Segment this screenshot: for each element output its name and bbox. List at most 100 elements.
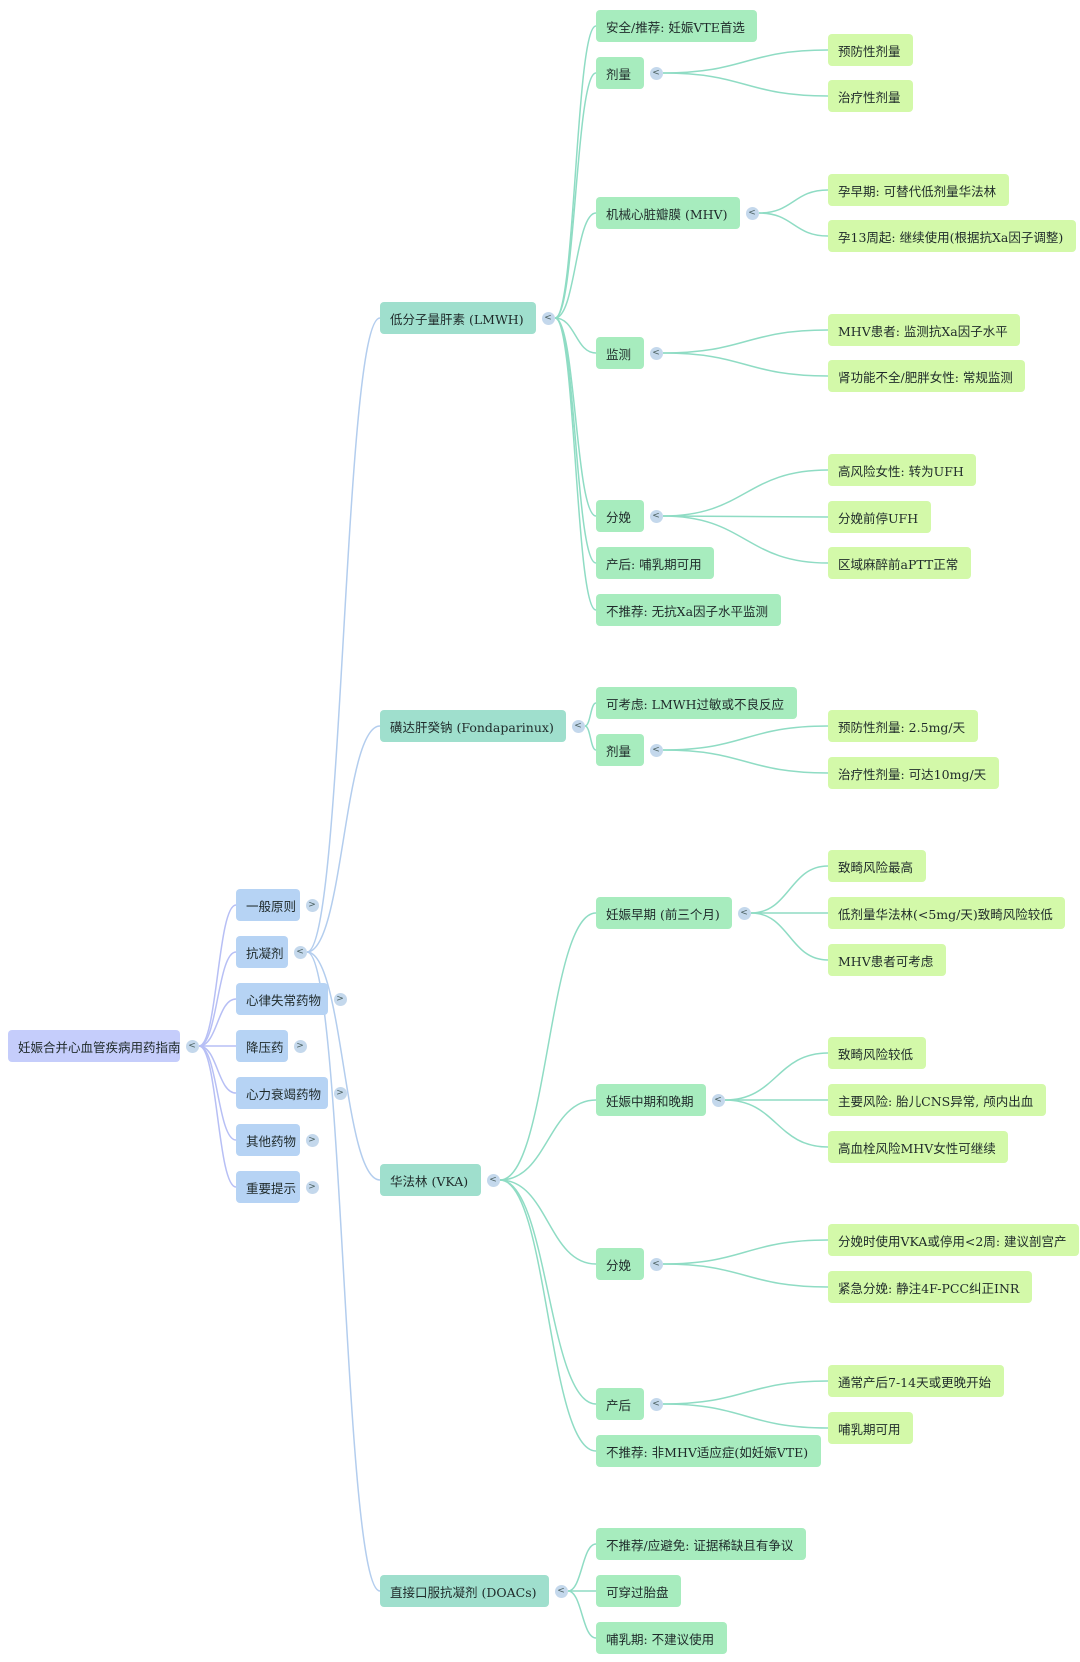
expand-toggle-category[interactable]: >: [305, 1133, 319, 1147]
collapse-toggle-group[interactable]: <: [541, 311, 555, 325]
connector-lines: [198, 25, 829, 1639]
guideline-detail-node[interactable]: 致畸风险较低: [828, 1037, 926, 1069]
guideline-item-node[interactable]: 不推荐: 无抗Xa因子水平监测: [596, 594, 781, 626]
connector-item-detail: [662, 1403, 829, 1429]
category-node[interactable]: 一般原则: [236, 889, 300, 921]
collapse-toggle-item[interactable]: <: [711, 1093, 725, 1107]
connector-category-group: [306, 951, 381, 1592]
collapse-toggle-category[interactable]: <: [293, 945, 307, 959]
guideline-item-node[interactable]: 安全/推荐: 妊娠VTE首选: [596, 10, 757, 42]
collapse-toggle-item[interactable]: <: [745, 206, 759, 220]
connector-item-detail: [662, 725, 829, 751]
guideline-detail-node[interactable]: 预防性剂量: [828, 34, 913, 66]
guideline-detail-node[interactable]: 孕13周起: 继续使用(根据抗Xa因子调整): [828, 220, 1076, 252]
guideline-detail-node[interactable]: 紧急分娩: 静注4F-PCC纠正INR: [828, 1271, 1032, 1303]
guideline-detail-node[interactable]: 治疗性剂量: [828, 80, 913, 112]
guideline-detail-node[interactable]: 区域麻醉前aPTT正常: [828, 547, 971, 579]
guideline-item-node[interactable]: 分娩: [596, 500, 644, 532]
guideline-item-node[interactable]: 不推荐/应避免: 证据稀缺且有争议: [596, 1528, 806, 1560]
guideline-detail-node[interactable]: 高风险女性: 转为UFH: [828, 454, 976, 486]
connector-category-group: [306, 317, 381, 953]
collapse-toggle-root[interactable]: <: [185, 1039, 199, 1053]
connector-group-item: [554, 72, 597, 319]
drug-group-node[interactable]: 低分子量肝素 (LMWH): [380, 302, 536, 334]
guideline-detail-node[interactable]: 分娩前停UFH: [828, 501, 931, 533]
connector-item-detail: [662, 469, 829, 517]
connector-item-detail: [750, 912, 829, 961]
guideline-item-node[interactable]: 机械心脏瓣膜 (MHV): [596, 197, 740, 229]
guideline-item-node[interactable]: 剂量: [596, 734, 644, 766]
drug-group-node[interactable]: 直接口服抗凝剂 (DOACs): [380, 1575, 549, 1607]
connector-group-item: [554, 317, 597, 611]
expand-toggle-category[interactable]: >: [333, 992, 347, 1006]
category-node[interactable]: 心力衰竭药物: [236, 1077, 328, 1109]
category-node[interactable]: 抗凝剂: [236, 936, 288, 968]
collapse-toggle-item[interactable]: <: [649, 1257, 663, 1271]
collapse-toggle-item[interactable]: <: [649, 1397, 663, 1411]
guideline-detail-node[interactable]: 肾功能不全/肥胖女性: 常规监测: [828, 360, 1025, 392]
collapse-toggle-item[interactable]: <: [649, 743, 663, 757]
category-node[interactable]: 心律失常药物: [236, 983, 328, 1015]
connector-item-detail: [662, 515, 829, 518]
expand-toggle-category[interactable]: >: [333, 1086, 347, 1100]
guideline-detail-node[interactable]: MHV患者: 监测抗Xa因子水平: [828, 314, 1020, 346]
connector-group-item: [584, 702, 597, 727]
connector-item-detail: [750, 865, 829, 914]
guideline-item-node[interactable]: 产后: 哺乳期可用: [596, 547, 714, 579]
connector-group-item: [554, 317, 597, 564]
connector-item-detail: [662, 352, 829, 377]
collapse-toggle-group[interactable]: <: [486, 1173, 500, 1187]
drug-group-node[interactable]: 华法林 (VKA): [380, 1164, 481, 1196]
connector-root-category: [198, 1045, 237, 1141]
collapse-toggle-group[interactable]: <: [554, 1584, 568, 1598]
connector-group-item: [554, 317, 597, 354]
guideline-item-node[interactable]: 妊娠早期 (前三个月): [596, 897, 732, 929]
collapse-toggle-item[interactable]: <: [649, 346, 663, 360]
guideline-detail-node[interactable]: 哺乳期可用: [828, 1412, 913, 1444]
connector-item-detail: [662, 329, 829, 354]
guideline-item-node[interactable]: 分娩: [596, 1248, 644, 1280]
collapse-toggle-item[interactable]: <: [737, 906, 751, 920]
connector-item-detail: [662, 515, 829, 564]
connector-group-item: [554, 25, 597, 319]
guideline-detail-node[interactable]: 孕早期: 可替代低剂量华法林: [828, 174, 1009, 206]
guideline-item-node[interactable]: 产后: [596, 1388, 644, 1420]
connector-category-group: [306, 951, 381, 1181]
guideline-detail-node[interactable]: 高血栓风险MHV女性可继续: [828, 1131, 1008, 1163]
category-node[interactable]: 降压药: [236, 1030, 288, 1062]
connector-group-item: [499, 1099, 597, 1181]
guideline-item-node[interactable]: 妊娠中期和晚期: [596, 1084, 706, 1116]
connector-group-item: [567, 1590, 597, 1639]
category-node[interactable]: 重要提示: [236, 1171, 300, 1203]
collapse-toggle-item[interactable]: <: [649, 509, 663, 523]
expand-toggle-category[interactable]: >: [305, 1180, 319, 1194]
guideline-detail-node[interactable]: MHV患者可考虑: [828, 944, 946, 976]
guideline-item-node[interactable]: 不推荐: 非MHV适应症(如妊娠VTE): [596, 1435, 821, 1467]
root-node[interactable]: 妊娠合并心血管疾病用药指南: [8, 1030, 181, 1062]
expand-toggle-category[interactable]: >: [305, 898, 319, 912]
guideline-detail-node[interactable]: 通常产后7-14天或更晚开始: [828, 1365, 1004, 1397]
guideline-detail-node[interactable]: 预防性剂量: 2.5mg/天: [828, 710, 978, 742]
guideline-item-node[interactable]: 可考虑: LMWH过敏或不良反应: [596, 687, 797, 719]
guideline-item-node[interactable]: 剂量: [596, 57, 644, 89]
guideline-detail-node[interactable]: 分娩时使用VKA或停用<2周: 建议剖宫产: [828, 1224, 1079, 1256]
connector-item-detail: [662, 72, 829, 97]
connector-group-item: [567, 1543, 597, 1592]
guideline-detail-node[interactable]: 主要风险: 胎儿CNS异常, 颅内出血: [828, 1084, 1046, 1116]
connector-root-category: [198, 1045, 237, 1094]
collapse-toggle-item[interactable]: <: [649, 66, 663, 80]
guideline-item-node[interactable]: 可穿过胎盘: [596, 1575, 681, 1607]
guideline-detail-node[interactable]: 低剂量华法林(<5mg/天)致畸风险较低: [828, 897, 1065, 929]
drug-group-node[interactable]: 磺达肝癸钠 (Fondaparinux): [380, 710, 566, 742]
expand-toggle-category[interactable]: >: [293, 1039, 307, 1053]
connector-group-item: [499, 1179, 597, 1405]
connector-item-detail: [724, 1052, 829, 1101]
guideline-detail-node[interactable]: 治疗性剂量: 可达10mg/天: [828, 757, 999, 789]
collapse-toggle-group[interactable]: <: [571, 719, 585, 733]
connector-root-category: [198, 1045, 237, 1188]
connector-item-detail: [758, 189, 829, 214]
guideline-item-node[interactable]: 哺乳期: 不建议使用: [596, 1622, 727, 1654]
category-node[interactable]: 其他药物: [236, 1124, 300, 1156]
guideline-item-node[interactable]: 监测: [596, 337, 644, 369]
guideline-detail-node[interactable]: 致畸风险最高: [828, 850, 926, 882]
